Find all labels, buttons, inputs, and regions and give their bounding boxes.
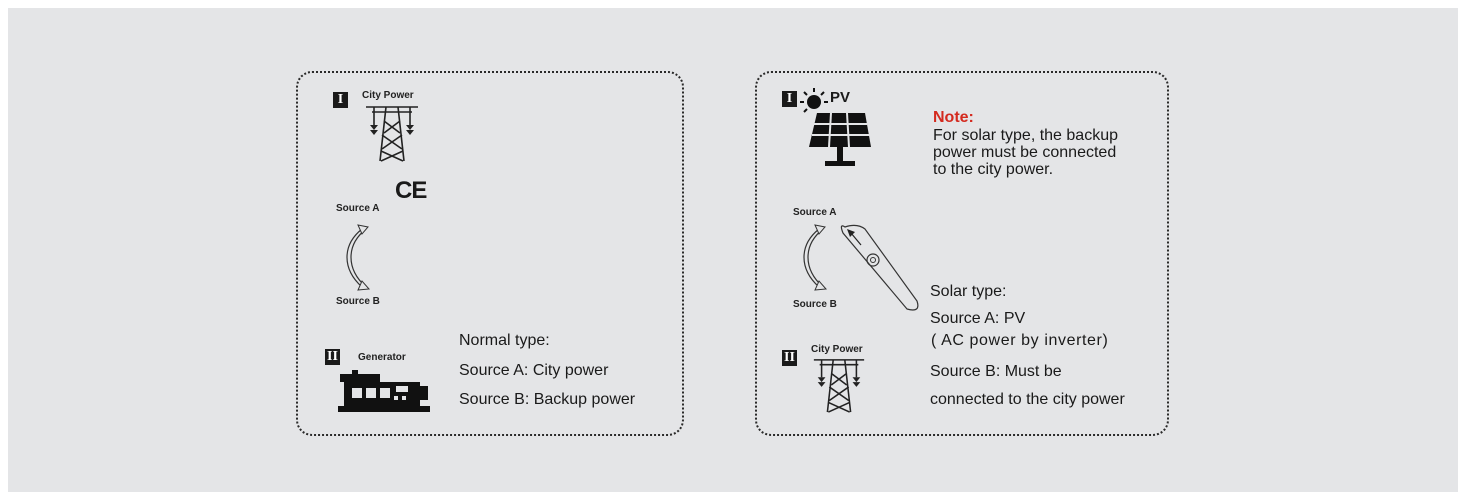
solar-source-a-line: Source A: PV <box>930 310 1026 327</box>
roman-numeral-2: II <box>325 349 340 365</box>
solar-source-b-line-1: Source B: Must be <box>930 363 1062 380</box>
sun-icon <box>800 88 828 113</box>
solar-type-panel: I PV Note: For solar type, the backup po… <box>755 71 1169 436</box>
power-tower-icon <box>813 359 865 413</box>
background <box>8 8 1458 492</box>
note-title: Note: <box>933 109 974 126</box>
ce-mark: CE <box>395 177 427 204</box>
solar-source-a-subline: ( AC power by inverter) <box>931 332 1109 349</box>
city-power-label: City Power <box>362 90 414 101</box>
source-b-label: Source B <box>793 299 837 310</box>
note-line-2: power must be connected <box>933 144 1117 161</box>
selector-knob-icon <box>840 224 919 311</box>
normal-type-panel: I City Power CE Source A Source B II G <box>296 71 684 436</box>
roman-numeral-2: II <box>782 350 797 366</box>
note-line-1: For solar type, the backup <box>933 127 1118 144</box>
normal-type-heading: Normal type: <box>459 332 550 349</box>
switch-arrow-icon <box>803 224 828 291</box>
roman-numeral-1: I <box>782 91 797 107</box>
city-power-label: City Power <box>811 344 863 355</box>
solar-panel-icon <box>809 112 871 166</box>
generator-label: Generator <box>358 352 406 363</box>
switch-arrow-icon <box>346 224 371 291</box>
solar-type-heading: Solar type: <box>930 283 1007 300</box>
source-a-label: Source A <box>336 203 380 214</box>
power-tower-icon <box>366 106 418 162</box>
generator-icon <box>338 370 430 412</box>
pv-label: PV <box>830 89 851 106</box>
source-a-label: Source A <box>793 207 837 218</box>
normal-source-b-line: Source B: Backup power <box>459 391 636 408</box>
normal-source-a-line: Source A: City power <box>459 362 609 379</box>
solar-source-b-line-2: connected to the city power <box>930 391 1125 408</box>
note-line-3: to the city power. <box>933 161 1054 178</box>
source-b-label: Source B <box>336 296 380 307</box>
roman-numeral-1: I <box>333 92 348 108</box>
